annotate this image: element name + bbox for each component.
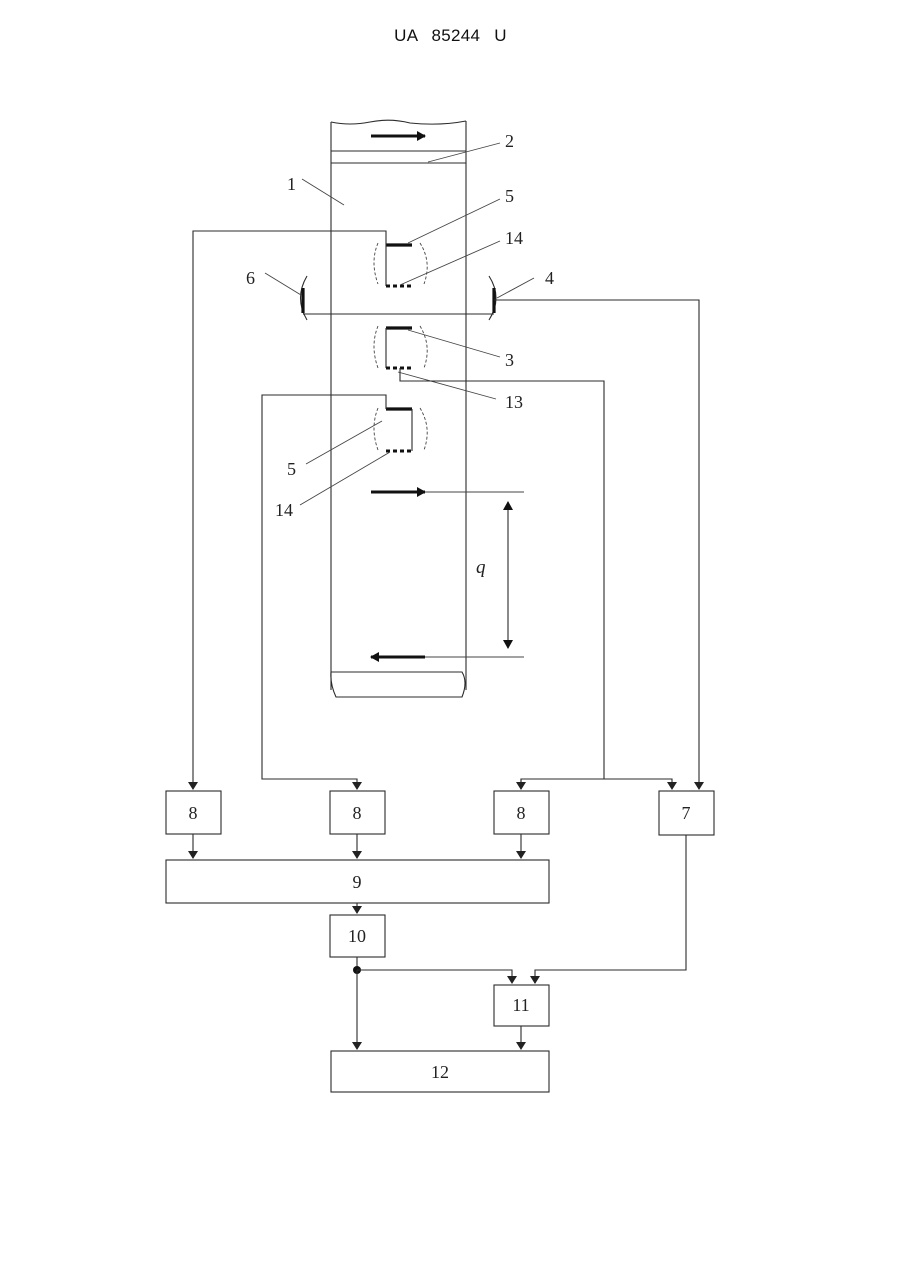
- label-sensor-mid-dotted: 13: [505, 392, 523, 412]
- label-distance: q: [476, 557, 486, 578]
- block-9: 9: [166, 860, 549, 903]
- leader-lines: [265, 143, 534, 505]
- label-sensor-mid: 3: [505, 350, 514, 370]
- label-sensor-top: 5: [505, 186, 514, 206]
- label-pipe: 1: [287, 174, 296, 194]
- label-sensor-top-dotted: 14: [505, 228, 523, 248]
- label-sensor-low-dotted: 14: [275, 500, 293, 520]
- svg-text:9: 9: [353, 872, 362, 892]
- label-emitter-left: 6: [246, 268, 255, 288]
- block-8-left: 8: [166, 791, 221, 834]
- emitter-left: [301, 276, 308, 320]
- sensor-low: [374, 408, 427, 451]
- block-11: 11: [494, 985, 549, 1026]
- label-sensor-low: 5: [287, 459, 296, 479]
- svg-text:10: 10: [348, 926, 366, 946]
- block-8-right: 8: [494, 791, 549, 834]
- emitter-right: [489, 276, 496, 320]
- svg-text:12: 12: [431, 1062, 449, 1082]
- wiring: [193, 231, 699, 1049]
- block-7: 7: [659, 791, 714, 835]
- block-10: 10: [330, 915, 385, 957]
- block-8-middle: 8: [330, 791, 385, 834]
- svg-text:8: 8: [353, 803, 362, 823]
- label-emitter-right: 4: [545, 268, 554, 288]
- svg-text:7: 7: [682, 803, 691, 823]
- sensor-top: [374, 243, 427, 286]
- block-12: 12: [331, 1051, 549, 1092]
- distance-marker: [425, 492, 524, 657]
- label-layer: 2: [505, 131, 514, 151]
- svg-text:8: 8: [517, 803, 526, 823]
- svg-text:11: 11: [512, 995, 529, 1015]
- svg-text:8: 8: [189, 803, 198, 823]
- sensor-mid: [374, 326, 427, 368]
